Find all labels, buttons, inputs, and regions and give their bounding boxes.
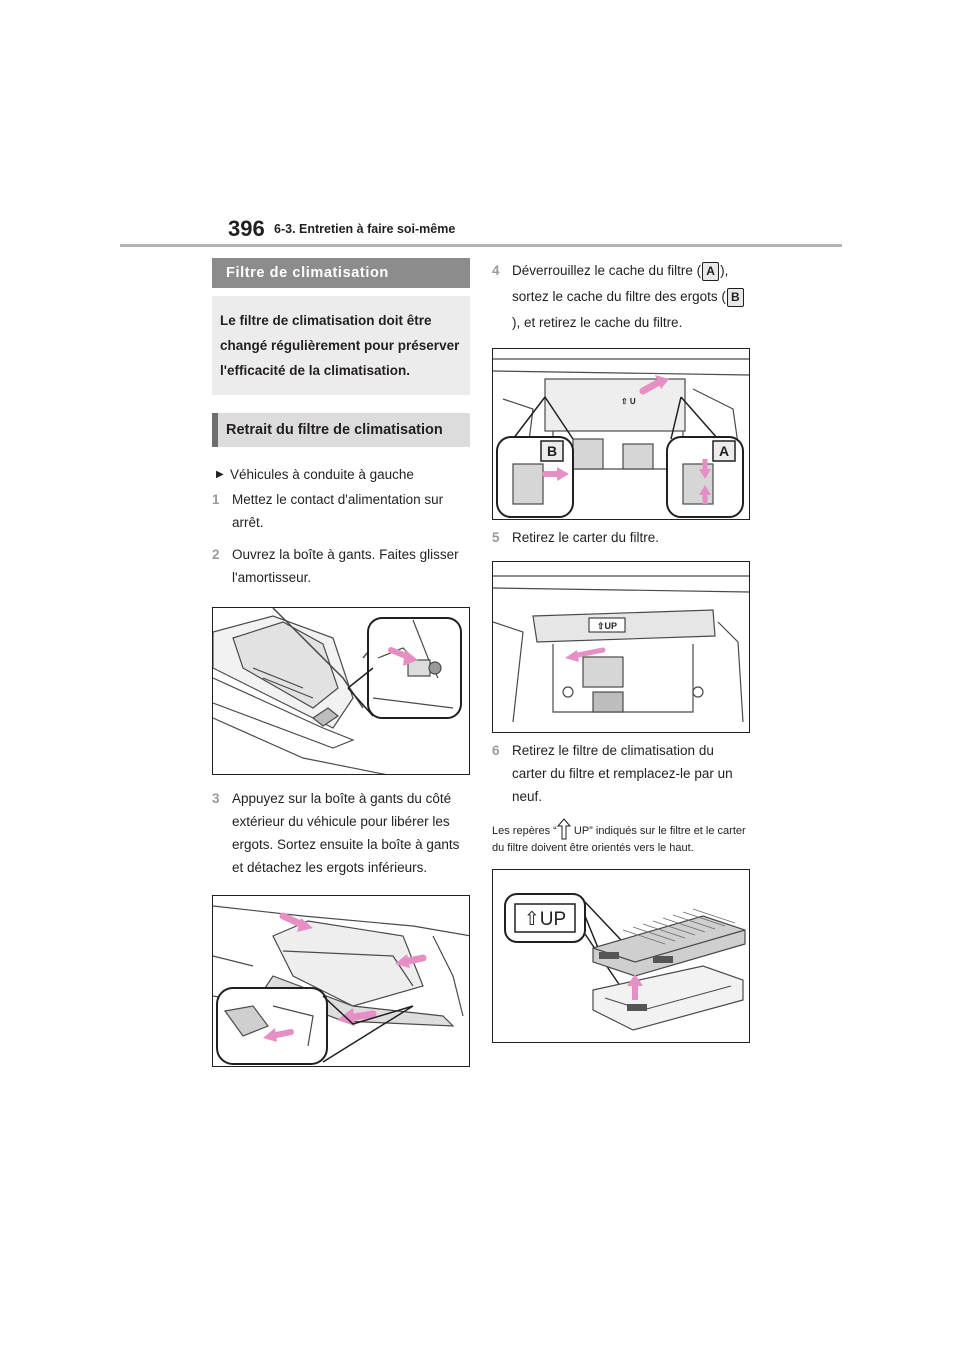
bullet-text: Véhicules à conduite à gauche bbox=[230, 467, 414, 482]
step-text-a: Déverrouillez le cache du filtre ( bbox=[512, 263, 702, 278]
filter-replacement-drawing: ⇧UP bbox=[504, 893, 746, 1031]
filter-cover-drawing: ⇧ U B A bbox=[493, 358, 749, 518]
filter-cover-illustration: ⇧ U B A bbox=[492, 348, 750, 520]
step-text-c: ), et retirez le cache du filtre. bbox=[512, 315, 683, 330]
step-text: Mettez le contact d'alimentation sur arr… bbox=[232, 492, 444, 530]
label-a: A bbox=[719, 443, 729, 459]
triangle-bullet-icon: ▶ bbox=[216, 469, 224, 480]
step-text-b: ), sortez le cache du filtre des ergots … bbox=[512, 263, 729, 304]
step-text: Ouvrez la boîte à gants. Faites glisser … bbox=[232, 547, 459, 585]
step-number: 1 bbox=[212, 492, 220, 507]
step-6: 6 Retirez le filtre de climatisation du … bbox=[492, 739, 750, 808]
bullet-lhd: ▶ Véhicules à conduite à gauche bbox=[212, 465, 470, 485]
right-column: 4 Déverrouillez le cache du filtre (A), … bbox=[492, 258, 750, 1043]
label-a-box bbox=[712, 440, 736, 462]
up-tag bbox=[627, 1004, 647, 1011]
intro-text: Le filtre de climatisation doit être cha… bbox=[212, 296, 470, 395]
step-number: 2 bbox=[212, 547, 220, 562]
step-2: 2 Ouvrez la boîte à gants. Faites glisse… bbox=[212, 543, 470, 589]
note-text-a: Les repères “ bbox=[492, 825, 557, 837]
up-mark: ⇧UP bbox=[524, 909, 566, 930]
chapter-title: 6-3. Entretien à faire soi-même bbox=[274, 222, 456, 236]
step-text: Retirez le filtre de climatisation du ca… bbox=[512, 743, 733, 804]
step-number: 4 bbox=[492, 263, 500, 278]
step-number: 5 bbox=[492, 530, 500, 545]
step-1: 1 Mettez le contact d'alimentation sur a… bbox=[212, 488, 470, 534]
glovebox-damper-illustration bbox=[212, 607, 470, 775]
glovebox-removal-drawing bbox=[213, 905, 469, 1065]
step-number: 3 bbox=[212, 791, 220, 806]
step-text: Appuyez sur la boîte à gants du côté ext… bbox=[232, 791, 460, 875]
step-text: Retirez le carter du filtre. bbox=[512, 530, 660, 545]
step-number: 6 bbox=[492, 743, 500, 758]
label-b: B bbox=[547, 443, 557, 459]
up-label-box bbox=[514, 903, 576, 933]
filter-case-drawing: ⇧UP bbox=[493, 575, 749, 723]
filter-case-illustration: ⇧UP bbox=[492, 561, 750, 733]
filter-replacement-illustration: ⇧UP bbox=[492, 869, 750, 1043]
label-a-badge: A bbox=[702, 262, 720, 281]
glovebox-damper-drawing bbox=[213, 608, 462, 774]
note-text-b: UP” indiqués sur le filtre et le carter … bbox=[492, 825, 746, 854]
up-tag bbox=[653, 956, 673, 963]
orientation-note: Les repères “ UP” indiqués sur le filtre… bbox=[492, 818, 750, 857]
label-b-badge: B bbox=[726, 288, 744, 307]
step-5: 5 Retirez le carter du filtre. bbox=[492, 526, 750, 549]
subsection-title: Retrait du filtre de climatisation bbox=[212, 413, 470, 447]
up-tag bbox=[599, 952, 619, 959]
glovebox-removal-illustration bbox=[212, 895, 470, 1067]
up-mark: ⇧ U bbox=[621, 397, 636, 406]
header-rule bbox=[120, 244, 842, 247]
left-column: Filtre de climatisation Le filtre de cli… bbox=[212, 258, 470, 1067]
up-label-box bbox=[588, 617, 626, 633]
page-number: 396 bbox=[228, 216, 265, 241]
step-4: 4 Déverrouillez le cache du filtre (A), … bbox=[492, 258, 750, 336]
up-mark: ⇧UP bbox=[597, 621, 617, 631]
step-3: 3 Appuyez sur la boîte à gants du côté e… bbox=[212, 787, 470, 879]
label-b-box bbox=[540, 440, 564, 462]
section-title: Filtre de climatisation bbox=[212, 258, 470, 288]
up-arrow-icon bbox=[556, 818, 571, 840]
